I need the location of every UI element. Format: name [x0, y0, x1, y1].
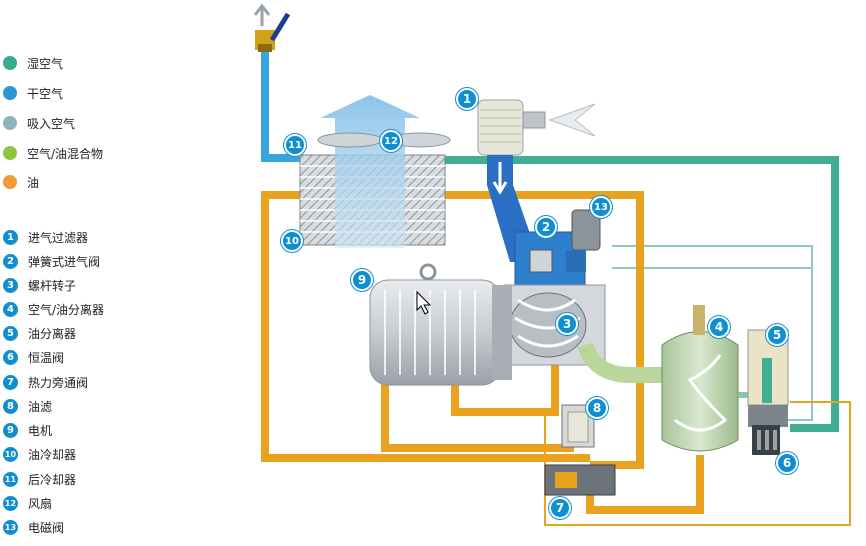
component-number-badge: 6 — [3, 349, 18, 365]
callout-11: 11 — [284, 134, 306, 156]
legend-component: 1 进气过滤器 — [0, 229, 88, 245]
legend-label: 干空气 — [27, 86, 64, 101]
legend-component: 8 油滤 — [0, 398, 52, 414]
component-label: 风扇 — [28, 496, 53, 511]
legend-flow-dry-air: 干空气 — [0, 85, 63, 101]
component-number-badge: 2 — [3, 253, 18, 269]
component-label: 油分离器 — [28, 326, 77, 341]
callout-9: 9 — [351, 269, 373, 291]
legend-component: 13 电磁阀 — [0, 519, 64, 535]
component-label: 电磁阀 — [28, 520, 65, 535]
air-oil-mix-swatch — [3, 146, 17, 160]
component-number-badge: 1 — [3, 229, 18, 245]
thermostatic-valve — [752, 425, 780, 455]
component-label: 热力旁通阀 — [28, 375, 89, 390]
component-label: 进气过滤器 — [28, 230, 89, 245]
legend-component: 9 电机 — [0, 422, 52, 438]
intake-filter — [477, 99, 596, 262]
callout-10: 10 — [281, 230, 303, 252]
dry-air-outlet-line — [253, 3, 300, 162]
intake-air-swatch — [3, 116, 17, 130]
legend-component: 11 后冷却器 — [0, 471, 76, 487]
component-label: 油冷却器 — [28, 447, 77, 462]
legend-label: 湿空气 — [27, 56, 64, 71]
callout-6: 6 — [776, 452, 798, 474]
component-label: 弹簧式进气阀 — [28, 254, 101, 269]
legend-component: 3 螺杆转子 — [0, 277, 76, 293]
bypass-valve — [544, 464, 616, 496]
legend-label: 吸入空气 — [27, 116, 76, 131]
component-number-badge: 13 — [3, 519, 18, 535]
callout-13: 13 — [590, 196, 612, 218]
component-number-badge: 11 — [3, 471, 18, 487]
component-number-badge: 8 — [3, 398, 18, 414]
legend-flow-air-oil-mix: 空气/油混合物 — [0, 145, 103, 161]
callout-8: 8 — [586, 397, 608, 419]
component-label: 螺杆转子 — [28, 278, 77, 293]
cooler-block — [299, 95, 451, 248]
oil-swatch — [3, 175, 17, 189]
callout-2: 2 — [535, 216, 557, 238]
callout-12: 12 — [380, 130, 402, 152]
component-number-badge: 5 — [3, 325, 18, 341]
component-number-badge: 9 — [3, 422, 18, 438]
legend: 湿空气 干空气 吸入空气 空气/油混合物 油 1 进气过滤器 2 弹簧式进气阀 … — [0, 0, 120, 546]
callout-7: 7 — [549, 497, 571, 519]
legend-label: 空气/油混合物 — [27, 146, 104, 161]
component-label: 油滤 — [28, 399, 53, 414]
legend-component: 6 恒温阀 — [0, 349, 64, 365]
component-number-badge: 12 — [3, 495, 18, 511]
callout-1: 1 — [456, 88, 478, 110]
component-label: 后冷却器 — [28, 472, 77, 487]
legend-component: 10 油冷却器 — [0, 446, 76, 462]
legend-label: 油 — [27, 175, 40, 190]
inlet-valve — [514, 209, 601, 293]
component-label: 恒温阀 — [28, 350, 65, 365]
callout-3: 3 — [556, 313, 578, 335]
component-label: 电机 — [28, 423, 53, 438]
legend-flow-intake-air: 吸入空气 — [0, 115, 75, 131]
component-number-badge: 3 — [3, 277, 18, 293]
screw-rotor — [504, 284, 606, 366]
callout-4: 4 — [708, 316, 730, 338]
callout-5: 5 — [766, 324, 788, 346]
component-number-badge: 10 — [3, 446, 18, 462]
wet-air-line — [445, 156, 839, 432]
legend-component: 4 空气/油分离器 — [0, 301, 104, 317]
component-number-badge: 7 — [3, 374, 18, 390]
motor — [369, 263, 512, 386]
legend-component: 5 油分离器 — [0, 325, 76, 341]
component-number-badge: 4 — [3, 301, 18, 317]
wet-air-swatch — [3, 56, 17, 70]
component-label: 空气/油分离器 — [28, 302, 105, 317]
legend-component: 2 弹簧式进气阀 — [0, 253, 100, 269]
legend-flow-wet-air: 湿空气 — [0, 55, 63, 71]
legend-component: 7 热力旁通阀 — [0, 374, 88, 390]
legend-flow-oil: 油 — [0, 174, 39, 190]
air-oil-mix-pipe — [577, 342, 665, 383]
separator-tank — [661, 305, 772, 452]
legend-component: 12 风扇 — [0, 495, 52, 511]
dry-air-swatch — [3, 86, 17, 100]
